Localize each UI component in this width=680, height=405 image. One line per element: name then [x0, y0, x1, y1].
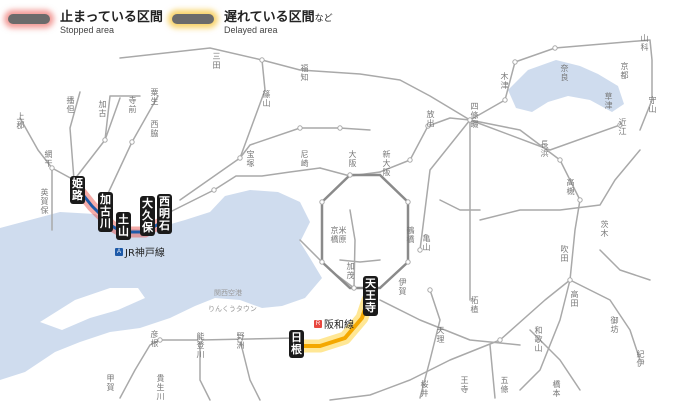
minor-station-label[interactable]: 桜井 — [420, 380, 429, 398]
delayed-label: 遅れている区間など — [224, 6, 333, 25]
station-tennoji[interactable]: 天王寺 — [363, 276, 378, 316]
minor-station-label[interactable]: 寺前 — [128, 96, 137, 114]
minor-station-label[interactable]: 加茂 — [346, 262, 355, 280]
kobe-line-name: JR神戸線 — [125, 248, 165, 259]
station-himeji[interactable]: 姫路 — [70, 176, 85, 204]
legend-stopped: 止まっている区間 Stopped area — [8, 6, 173, 42]
station-tsuchiyama[interactable]: 土山 — [116, 212, 131, 240]
hanwa-line-badge: R — [314, 319, 322, 328]
minor-station-label[interactable]: 播但 — [66, 96, 75, 114]
minor-station-label[interactable]: 野洲 — [236, 332, 245, 350]
minor-station-label[interactable]: 橋本 — [552, 380, 561, 398]
delayed-label-main: 遅れている区間 — [224, 10, 315, 25]
minor-station-label[interactable]: 篠山 — [262, 90, 271, 108]
minor-station-label[interactable]: 高槻 — [566, 178, 575, 196]
minor-station-label[interactable]: 英賀保 — [40, 188, 49, 215]
minor-station-label[interactable]: 柘植 — [470, 296, 479, 314]
minor-station-label[interactable]: 米原 — [338, 226, 347, 244]
minor-station-label[interactable]: 能登川 — [196, 332, 205, 359]
minor-station-label[interactable]: 和歌山 — [534, 326, 543, 353]
minor-station-label[interactable]: 上郡 — [16, 112, 25, 130]
legend-delayed: 遅れている区間など Delayed area — [172, 6, 372, 42]
minor-station-label[interactable]: 四條畷 — [470, 102, 479, 129]
minor-station-label[interactable]: 加古 — [98, 100, 107, 118]
minor-station-label[interactable]: 宝塚 — [246, 150, 255, 168]
minor-station-label[interactable]: 彦根 — [150, 330, 159, 348]
lake-biwa — [508, 60, 624, 112]
minor-station-label[interactable]: 京都 — [620, 62, 629, 80]
minor-station-label[interactable]: 高田 — [570, 290, 579, 308]
minor-station-label[interactable]: 御坊 — [610, 316, 619, 334]
osaka-loop-line — [320, 173, 410, 290]
hanwa-line-label: R 阪和線 — [314, 316, 354, 331]
minor-station-label[interactable]: 近江 — [618, 118, 627, 136]
stopped-swatch — [8, 14, 50, 24]
kobe-line-label: A JR神戸線 — [115, 244, 165, 259]
minor-station-label[interactable]: 大阪 — [348, 150, 357, 168]
minor-station-label[interactable]: 五條 — [500, 376, 509, 394]
station-okubo[interactable]: 大久保 — [140, 196, 155, 236]
minor-station-label[interactable]: 亀山 — [422, 234, 431, 252]
osaka-bay-water — [0, 190, 322, 380]
delayed-label-suffix: など — [314, 14, 333, 24]
rinku-town-label: りんくうタウン — [208, 305, 257, 313]
station-dots — [49, 45, 623, 343]
minor-station-label[interactable]: 粟生 — [150, 88, 159, 106]
minor-station-label[interactable]: 尼崎 — [300, 150, 309, 168]
minor-station-label[interactable]: 吹田 — [560, 245, 569, 263]
minor-station-label[interactable]: 木津 — [500, 72, 509, 90]
minor-station-label[interactable]: 放出 — [426, 110, 435, 128]
minor-station-label[interactable]: 三田 — [212, 52, 221, 70]
minor-station-label[interactable]: 福知 — [300, 64, 309, 82]
awaji-island — [40, 288, 145, 330]
hanwa-line-name: 阪和線 — [324, 320, 354, 331]
stopped-label-en: Stopped area — [60, 25, 115, 35]
stopped-label: 止まっている区間 — [60, 10, 163, 25]
minor-station-label[interactable]: 草津 — [604, 92, 613, 110]
minor-station-label[interactable]: 茨木 — [600, 220, 609, 238]
minor-station-label[interactable]: 長浜 — [540, 140, 549, 158]
minor-station-label[interactable]: 紀伊 — [636, 350, 645, 368]
station-nishi-akashi[interactable]: 西明石 — [157, 194, 172, 234]
station-hineno[interactable]: 日根 — [289, 330, 304, 358]
minor-station-label[interactable]: 山科 — [640, 34, 649, 52]
minor-station-label[interactable]: 新大阪 — [382, 150, 391, 177]
minor-station-label[interactable]: 甲賀 — [106, 374, 115, 392]
minor-station-label[interactable]: 鶴橋 — [406, 226, 415, 244]
kansai-airport-label: 関西空港 — [214, 289, 242, 297]
minor-station-label[interactable]: 貴生川 — [156, 374, 165, 401]
minor-station-label[interactable]: 西脇 — [150, 120, 159, 138]
minor-station-label[interactable]: 伊賀 — [398, 278, 407, 296]
kobe-line-badge: A — [115, 247, 123, 256]
station-kakogawa[interactable]: 加古川 — [98, 192, 113, 232]
delayed-swatch — [172, 14, 214, 24]
minor-station-label[interactable]: 王寺 — [460, 376, 469, 394]
delayed-label-en: Delayed area — [224, 25, 278, 35]
minor-station-label[interactable]: 天理 — [436, 326, 445, 344]
minor-station-label[interactable]: 京橋 — [330, 226, 339, 244]
minor-station-label[interactable]: 奈良 — [560, 64, 569, 82]
minor-station-label[interactable]: 網干 — [44, 150, 53, 168]
minor-station-label[interactable]: 守山 — [648, 96, 657, 114]
